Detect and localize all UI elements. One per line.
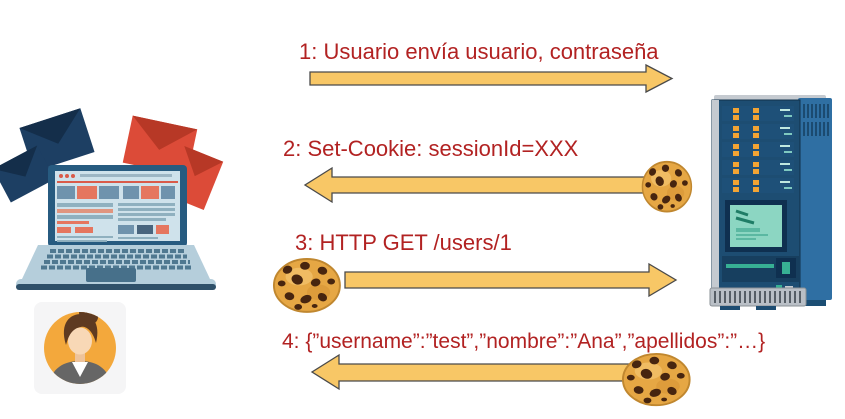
server-lower-panel [722,256,800,288]
message-3-arrow-right [344,262,678,298]
server-monitor [725,200,787,252]
server-tower-icon [709,95,832,310]
laptop-screen [48,165,187,247]
message-2-label: 2: Set-Cookie: sessionId=XXX [283,136,579,161]
client-laptop-illustration [0,108,224,290]
message-3-label: 3: HTTP GET /users/1 [295,230,512,255]
email-envelope-icon [0,108,224,210]
message-1-label: 1: Usuario envía usuario, contraseña [299,39,659,64]
cookie-icon-message-3 [272,257,341,313]
server-vent-panel [798,98,832,306]
cookie-icon-message-4 [621,352,691,407]
server-rack-leds [722,106,794,193]
server-base-grille [709,287,807,310]
woman-avatar-icon [34,302,126,394]
message-2-arrow-left [303,166,656,204]
message-4-label: 4: {”username”:”test”,”nombre”:”Ana”,”ap… [282,330,766,353]
message-1-arrow-right [309,63,674,94]
laptop-base [16,245,216,290]
message-4-arrow-left [310,353,649,391]
cookie-icon-message-2 [641,160,693,213]
